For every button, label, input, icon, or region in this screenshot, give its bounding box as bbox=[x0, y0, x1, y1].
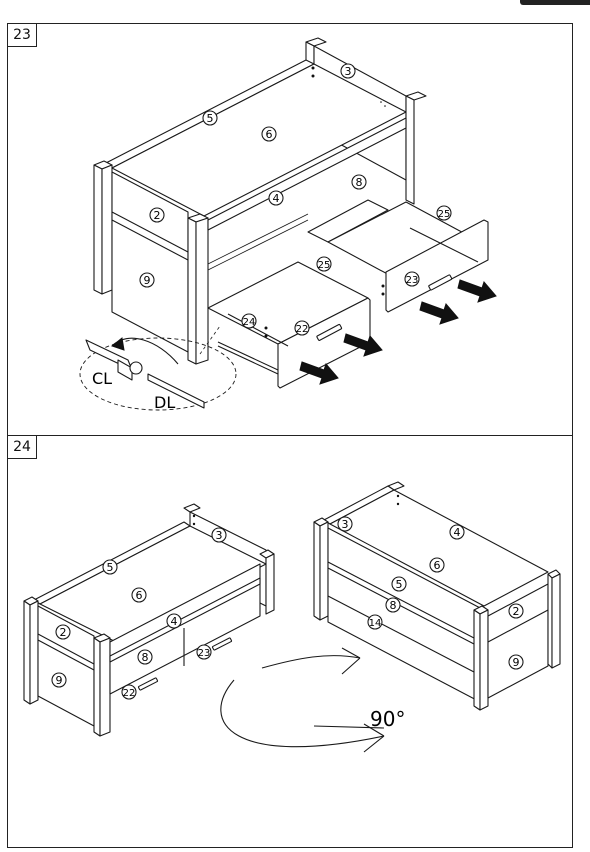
svg-text:5: 5 bbox=[396, 578, 403, 591]
svg-text:2: 2 bbox=[60, 626, 67, 639]
part-label-circle: 4 bbox=[268, 190, 284, 206]
part-label-circle: 24 bbox=[241, 313, 257, 329]
part-labels: 3 5 6 4 8 2 9 25 25 23 22 24 bbox=[139, 63, 452, 336]
page-corner-tab bbox=[520, 0, 590, 5]
right-part-labels: 3 4 6 5 8 14 2 9 bbox=[337, 516, 524, 670]
svg-text:9: 9 bbox=[144, 274, 151, 287]
part-label-circle: 4 bbox=[449, 524, 465, 540]
svg-text:22: 22 bbox=[123, 688, 136, 699]
svg-text:9: 9 bbox=[56, 674, 63, 687]
part-label-circle: 6 bbox=[429, 557, 445, 573]
svg-text:4: 4 bbox=[454, 526, 461, 539]
svg-text:24: 24 bbox=[243, 317, 256, 328]
right-cabinet-drawing bbox=[313, 481, 561, 711]
svg-text:3: 3 bbox=[345, 65, 352, 78]
cabinet-drawing bbox=[93, 37, 489, 389]
step-24-illustration: 5 3 6 2 4 8 23 9 22 3 4 6 5 8 14 2 9 90° bbox=[23, 481, 561, 753]
svg-text:8: 8 bbox=[356, 176, 363, 189]
part-label-circle: 2 bbox=[149, 207, 165, 223]
part-label-circle: 5 bbox=[391, 576, 407, 592]
part-label-circle: 4 bbox=[166, 613, 182, 629]
svg-text:8: 8 bbox=[142, 651, 149, 664]
svg-text:6: 6 bbox=[136, 589, 143, 602]
svg-text:4: 4 bbox=[171, 615, 178, 628]
push-arrows bbox=[299, 279, 497, 385]
svg-text:4: 4 bbox=[273, 192, 280, 205]
svg-text:2: 2 bbox=[154, 209, 161, 222]
svg-text:5: 5 bbox=[207, 112, 214, 125]
svg-text:25: 25 bbox=[438, 209, 451, 220]
part-label-circle: 25 bbox=[316, 256, 332, 272]
left-part-labels: 5 3 6 2 4 8 23 9 22 bbox=[51, 527, 227, 700]
left-cabinet-drawing bbox=[23, 503, 275, 737]
svg-text:6: 6 bbox=[266, 128, 273, 141]
svg-text:2: 2 bbox=[513, 605, 520, 618]
part-label-circle: 25 bbox=[436, 205, 452, 221]
svg-text:22: 22 bbox=[296, 324, 309, 335]
part-label-circle: 5 bbox=[202, 110, 218, 126]
svg-text:14: 14 bbox=[369, 618, 382, 629]
svg-text:9: 9 bbox=[513, 656, 520, 669]
part-label-circle: 8 bbox=[137, 649, 153, 665]
part-label-circle: 6 bbox=[261, 126, 277, 142]
svg-text:3: 3 bbox=[216, 529, 223, 542]
clip-detail-callout bbox=[79, 325, 237, 411]
svg-text:23: 23 bbox=[406, 275, 419, 286]
part-label-circle: 3 bbox=[340, 63, 356, 79]
part-label-circle: 22 bbox=[121, 684, 137, 700]
part-label-circle: 9 bbox=[139, 272, 155, 288]
part-label-circle: 23 bbox=[404, 271, 420, 287]
part-label-circle: 2 bbox=[55, 624, 71, 640]
step-23-illustration: 3 5 6 4 8 2 9 25 25 23 22 24 CL DL bbox=[79, 37, 497, 412]
step-number: 23 bbox=[8, 24, 37, 47]
rotation-arrows bbox=[220, 647, 385, 753]
step-23-panel: 23 bbox=[7, 23, 573, 436]
part-label-circle: 9 bbox=[51, 672, 67, 688]
part-label-circle: 6 bbox=[131, 587, 147, 603]
part-label-circle: 2 bbox=[508, 603, 524, 619]
svg-text:3: 3 bbox=[342, 518, 349, 531]
part-label-circle: 14 bbox=[367, 614, 383, 630]
part-label-circle: 8 bbox=[351, 174, 367, 190]
part-label-circle: 22 bbox=[294, 320, 310, 336]
part-label-circle: 8 bbox=[385, 597, 401, 613]
part-label-circle: 5 bbox=[102, 559, 118, 575]
part-label-circle: 3 bbox=[211, 527, 227, 543]
step-24-panel: 24 bbox=[7, 435, 573, 848]
svg-text:6: 6 bbox=[434, 559, 441, 572]
svg-text:5: 5 bbox=[107, 561, 114, 574]
detail-label-dl: DL bbox=[154, 393, 175, 412]
detail-label-cl: CL bbox=[92, 369, 112, 388]
svg-text:8: 8 bbox=[390, 599, 397, 612]
rotation-label: 90° bbox=[370, 707, 405, 731]
svg-text:25: 25 bbox=[318, 260, 331, 271]
part-label-circle: 9 bbox=[508, 654, 524, 670]
part-label-circle: 3 bbox=[337, 516, 353, 532]
part-label-circle: 23 bbox=[196, 644, 212, 660]
svg-text:23: 23 bbox=[198, 648, 211, 659]
step-number: 24 bbox=[8, 436, 37, 459]
